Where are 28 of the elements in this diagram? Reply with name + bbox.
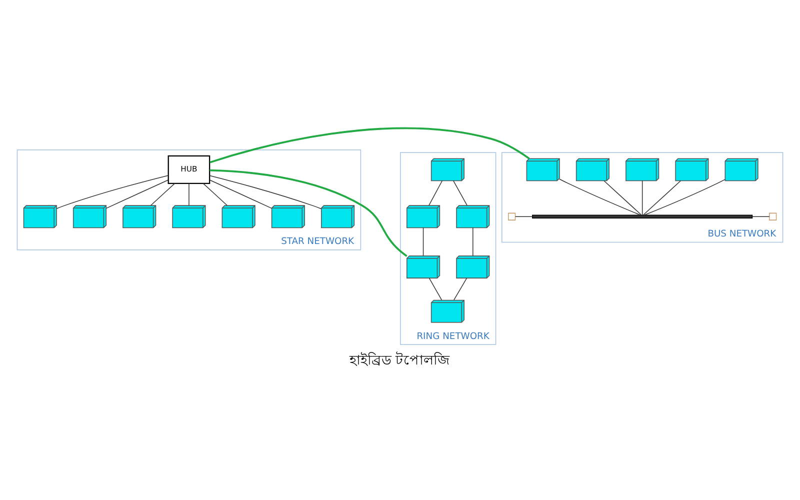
connector [106, 180, 169, 209]
node-box [769, 212, 777, 220]
connector [422, 227, 424, 256]
connector [210, 169, 408, 257]
connector [188, 183, 190, 206]
node-box: HUB [168, 155, 210, 184]
connector [209, 175, 322, 210]
connector [428, 278, 442, 300]
connector [150, 183, 175, 206]
connector [454, 278, 468, 300]
connector [56, 175, 169, 209]
connector [752, 216, 770, 217]
connector [642, 180, 643, 216]
connector [559, 178, 641, 216]
connector [428, 180, 443, 206]
connector [604, 180, 642, 216]
cluster: RING NETWORK [400, 152, 496, 345]
connector [515, 216, 533, 217]
cluster: BUS NETWORK [502, 152, 784, 243]
connector [643, 180, 682, 216]
node-bar [532, 214, 753, 219]
connector [209, 180, 272, 209]
node-box [508, 212, 516, 220]
connector [453, 180, 468, 206]
connector [644, 179, 726, 216]
connector [202, 183, 228, 206]
caption: হাইব্রিড টপোলজি [349, 352, 451, 369]
connector [472, 227, 474, 256]
